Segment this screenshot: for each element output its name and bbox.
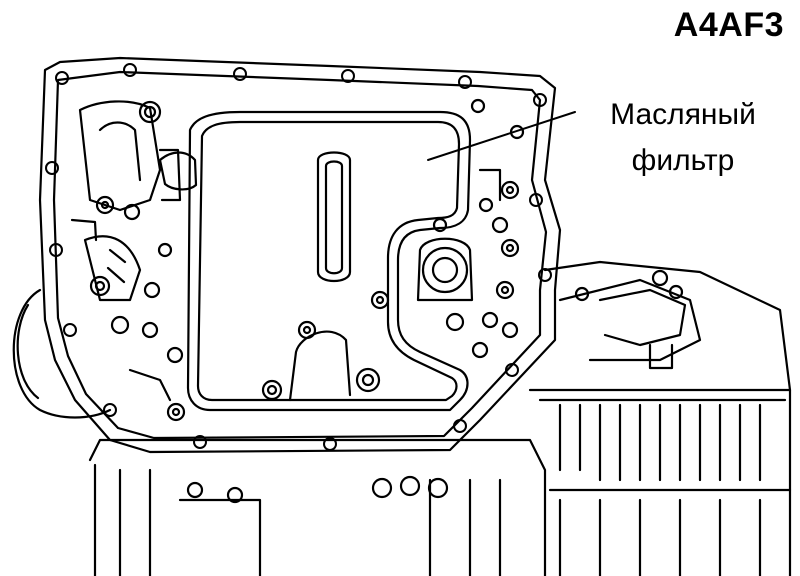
transmission-housing (528, 260, 792, 576)
callout-leader-line (427, 111, 576, 161)
lower-case (88, 438, 547, 576)
gasket-flange (38, 56, 562, 454)
model-code-label: A4AF3 (673, 6, 784, 44)
left-cover (12, 288, 112, 419)
valve-body-right (416, 98, 525, 359)
flange-bolts (45, 63, 552, 451)
oil-filter (158, 110, 472, 412)
valve-body-left (70, 100, 186, 422)
callout-line-1: Масляный (610, 98, 756, 131)
callout-line-2: фильтр (631, 144, 735, 177)
oil-filter-callout: Масляный фильтр (578, 92, 788, 184)
